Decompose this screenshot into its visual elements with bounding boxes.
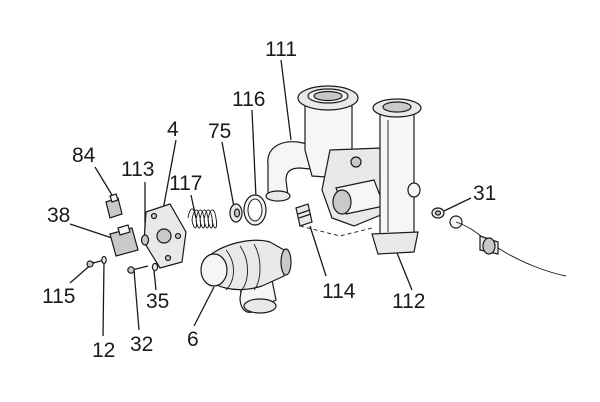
valve-body-part [265,85,422,255]
label-31: 31 [473,182,496,205]
cable-nut-bore [434,210,442,216]
thermostatic-head-6 [200,239,292,314]
top-nut-bore [313,90,343,102]
insert-body [295,203,313,227]
micro-switch-38 [109,224,139,257]
label-84: 84 [72,144,96,167]
label-6: 6 [187,328,199,351]
leader-38 [69,223,113,239]
washer-12-ring [101,255,107,265]
leader-35 [153,270,157,291]
washer-35-ring [151,262,159,272]
mounting-flange [371,231,419,255]
head-cap [200,253,228,287]
label-116: 116 [232,88,265,111]
leader-12 [102,261,105,337]
clip-tab [109,193,119,203]
elbow-pipe-end [265,190,291,202]
label-32: 32 [130,333,153,356]
washer-75 [229,203,243,223]
label-117: 117 [169,172,202,195]
head-ribs [225,243,261,293]
cover-screw-hole-1 [150,212,158,220]
switch-button [117,224,131,236]
label-75: 75 [208,120,231,143]
leader-112 [394,247,413,291]
screw-32-head [127,266,135,274]
cover-screw-hole-3 [164,254,172,262]
capillary-cable-31 [431,207,567,277]
front-outlet-bore [332,189,352,215]
leader-6 [193,286,215,327]
cover-plate-hub [156,228,172,244]
washer-35 [151,262,159,272]
part-labels: 111 116 4 75 84 113 117 38 31 115 35 114… [42,38,496,362]
leader-114 [309,225,327,277]
body-boss [350,156,362,168]
leader-75 [221,141,235,208]
label-115: 115 [42,285,75,308]
leader-32 [133,269,140,331]
leader-111 [280,59,292,141]
head-thread [280,248,292,276]
screw-32 [127,265,149,274]
cover-screw-hole-2 [174,232,182,240]
cable-wire [497,247,567,277]
side-port [407,182,421,198]
insert-thread [297,209,312,219]
right-tube [379,111,415,243]
spring-117 [187,208,217,229]
leader-lines [69,59,472,337]
cover-plate-4 [143,203,187,269]
washer-inner [233,208,241,218]
o-ring-inner [247,198,263,222]
assembly-axis [299,225,373,237]
label-4: 4 [167,118,179,141]
label-112: 112 [392,290,425,313]
head-elbow-end [243,298,277,314]
label-114: 114 [322,280,356,303]
seal-ring [140,234,150,246]
leader-31 [443,197,472,212]
label-38: 38 [47,204,70,227]
leader-4 [162,139,177,211]
clip-84 [105,193,123,219]
screw-115-head [86,260,94,268]
right-tube-bore [382,101,412,113]
washer-12 [101,255,107,265]
seal-113 [140,234,150,246]
label-111: 111 [265,38,297,61]
spring-coil [187,208,217,229]
cable-fitting-nut [482,237,496,255]
label-113: 113 [121,158,154,181]
leader-116 [251,109,257,199]
valve-insert-114 [295,203,313,227]
label-35: 35 [146,290,169,313]
o-ring-116 [243,194,267,226]
leader-84 [94,166,116,201]
label-12: 12 [92,339,115,362]
